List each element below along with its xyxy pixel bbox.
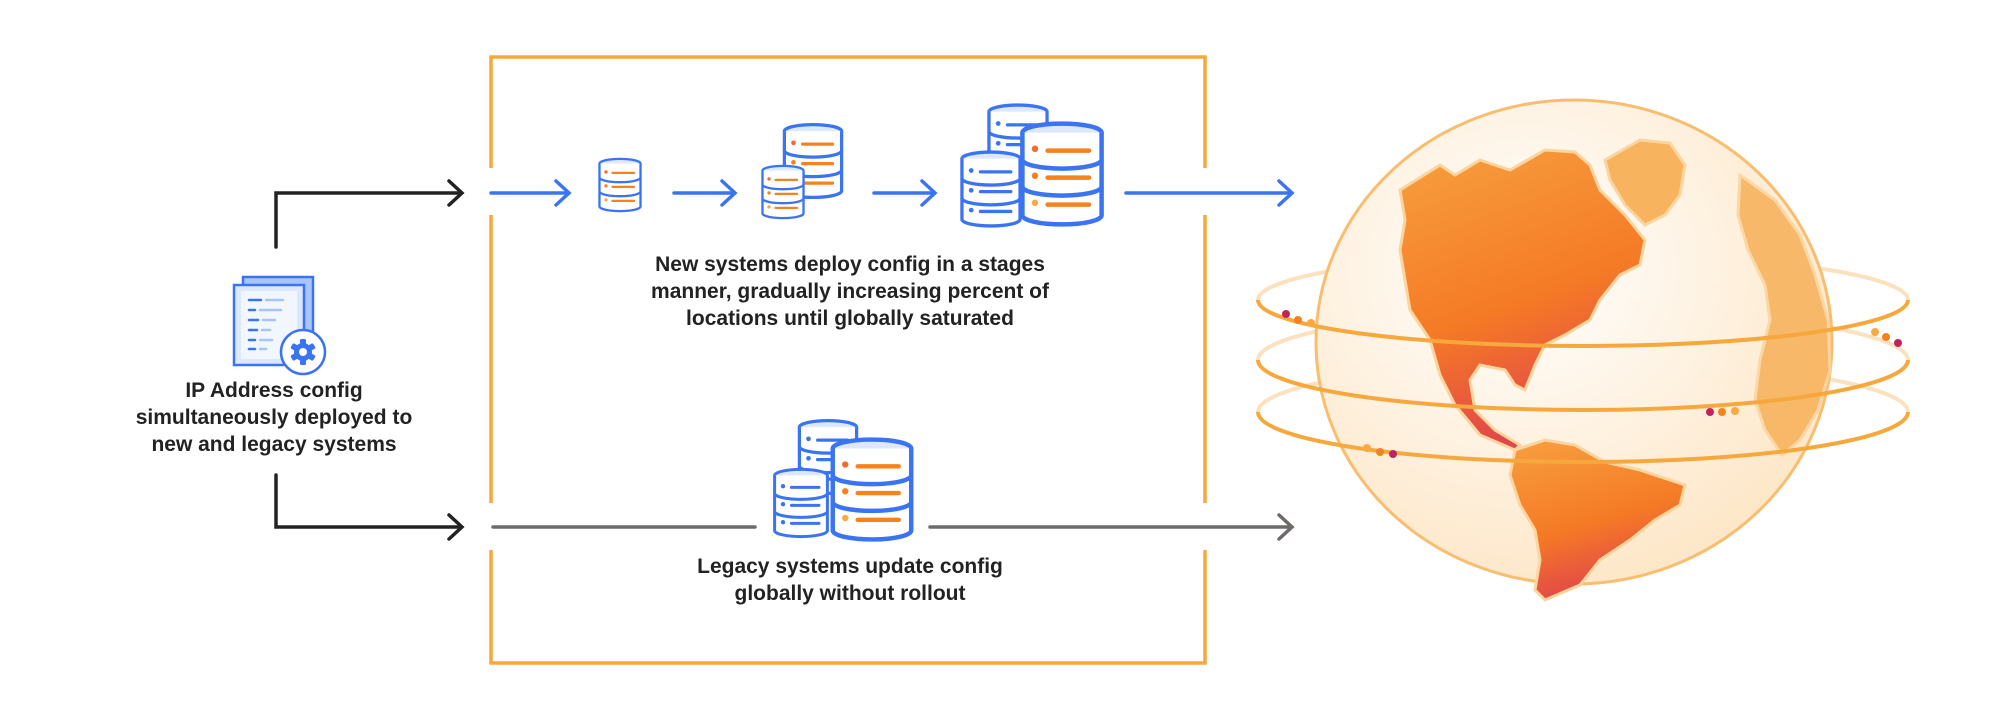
new-systems-label: New systems deploy config in a stages ma…: [651, 251, 1049, 332]
new-systems-label-line: New systems deploy config in a stages: [655, 253, 1045, 276]
ring-data-dots: [1282, 310, 1902, 458]
config-document-gear-icon: [232, 275, 327, 376]
greenland-land: [1603, 138, 1687, 227]
new-systems-label-line: manner, gradually increasing percent of: [651, 280, 1049, 303]
legacy-systems-label: Legacy systems update config globally wi…: [697, 553, 1003, 607]
north-america-land: [1398, 148, 1647, 452]
south-america-land: [1508, 438, 1687, 602]
legacy-systems-flow-arrows: [491, 513, 1295, 541]
source-label-line: new and legacy systems: [151, 433, 397, 456]
source-label: IP Address config simultaneously deploye…: [136, 377, 413, 458]
two-databases-icon: [761, 122, 844, 220]
legacy-systems-label-line: globally without rollout: [734, 582, 966, 605]
new-and-legacy-systems-box: [489, 55, 1207, 665]
europe-africa-land: [1736, 172, 1832, 458]
legacy-systems-label-line: Legacy systems update config: [697, 555, 1003, 578]
globe-icon: [1256, 98, 1910, 602]
database-cluster-icon: [960, 103, 1102, 228]
new-systems-label-line: locations until globally saturated: [686, 307, 1014, 330]
new-systems-flow-arrows: [489, 179, 1295, 207]
source-split-arrows: [274, 179, 465, 541]
source-label-line: IP Address config: [185, 379, 363, 402]
single-database-icon: [598, 157, 642, 213]
source-label-line: simultaneously deployed to: [135, 406, 413, 429]
legacy-database-cluster-icon: [773, 418, 912, 540]
